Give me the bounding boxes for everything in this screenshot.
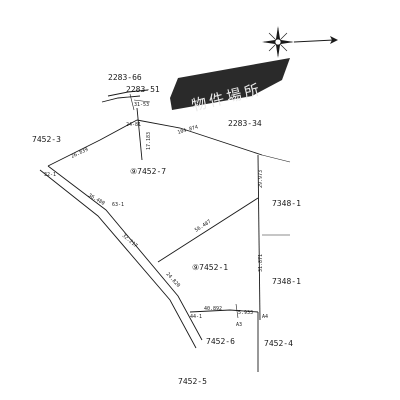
measure-center-diag: 32.217	[121, 233, 139, 249]
point-32-1: 32-1	[44, 172, 56, 178]
measure-bottom-short: 5.933	[238, 310, 253, 316]
measure-bottom: 40.892	[204, 306, 222, 312]
parcel-7452-5: 7452-5	[178, 377, 207, 386]
parcel-2283-34: 2283-34	[228, 119, 262, 128]
parcel-7452-3: 7452-3	[32, 135, 61, 144]
parcel-7452-6: 7452-6	[206, 337, 235, 346]
measure-upper-right: 104.874	[177, 124, 199, 136]
parcel-7452-1: ⑨7452-1	[192, 263, 228, 272]
measure-right-lower: 31.871	[258, 254, 264, 272]
measure-left-mid: 36.480	[87, 193, 106, 207]
parcel-boundaries	[39, 89, 291, 372]
measure-vertical: 17.183	[146, 132, 152, 150]
compass-rose-icon	[262, 26, 338, 58]
parcel-2283-66: 2283-66	[108, 73, 142, 82]
parcel-7348-1-lower: 7348-1	[272, 277, 301, 286]
point-31-53: 31-53	[134, 102, 149, 108]
parcel-7452-7: ⑨7452-7	[130, 167, 166, 176]
parcel-2283-51: 2283-51	[126, 85, 160, 94]
point-44-1: 44-1	[190, 314, 202, 320]
measure-lower-diag: 24.820	[165, 271, 182, 288]
point-63-1: 63-1	[112, 202, 124, 208]
point-A3: A3	[236, 322, 242, 328]
measure-left-top: 26.839	[70, 147, 89, 160]
measure-mid-diag: 56.487	[194, 219, 212, 234]
parcel-7348-1-upper: 7348-1	[272, 199, 301, 208]
point-24-81: 24-81	[126, 122, 141, 128]
property-location-banner: 物件場所	[170, 58, 290, 115]
measure-right-upper: 29.973	[258, 170, 264, 188]
parcel-7452-4: 7452-4	[264, 339, 293, 348]
point-A4: A4	[262, 314, 268, 320]
